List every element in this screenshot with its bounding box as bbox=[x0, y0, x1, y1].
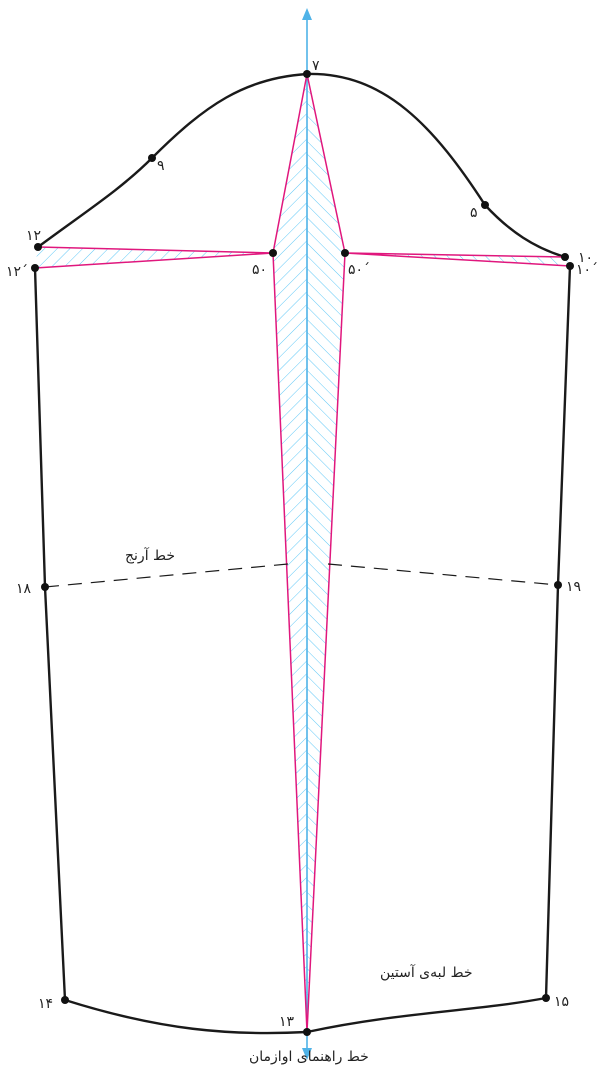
left-cap-wedge-hatch bbox=[35, 247, 273, 268]
point-14 bbox=[61, 996, 69, 1004]
center-dart-hatch bbox=[273, 74, 345, 1032]
point-18 bbox=[41, 583, 49, 591]
label-point-19: ۱۹ bbox=[566, 579, 581, 595]
point-50 bbox=[269, 249, 277, 257]
point-10 bbox=[561, 253, 569, 261]
left-underarm-seam bbox=[33, 266, 67, 1002]
elbow-line bbox=[44, 563, 559, 588]
label-point-9: ۹ bbox=[157, 158, 165, 174]
label-point-14: ۱۴ bbox=[38, 996, 53, 1012]
label-point-50: ۵۰ bbox=[252, 262, 267, 278]
pattern-points bbox=[31, 70, 574, 1036]
point-12 bbox=[34, 243, 42, 251]
point-50-prime bbox=[341, 249, 349, 257]
hem-line-label: خط لبه‌ی آستین bbox=[380, 964, 473, 981]
label-point-10-prime: ۱۰´ bbox=[576, 262, 598, 278]
point-9 bbox=[148, 154, 156, 162]
grain-line-label: خط راهنمای اوازمان bbox=[249, 1049, 369, 1065]
label-point-12-prime: ۱۲´ bbox=[6, 264, 28, 280]
grain-line bbox=[302, 8, 312, 1060]
label-point-12: ۱۲ bbox=[26, 228, 41, 244]
right-underarm-seam bbox=[544, 264, 572, 1000]
label-point-10: ۱۰ bbox=[578, 250, 593, 266]
label-point-7: ۷ bbox=[312, 58, 320, 74]
point-10-prime bbox=[566, 262, 574, 270]
point-19 bbox=[554, 581, 562, 589]
grain-arrow-bottom-icon bbox=[302, 1048, 312, 1060]
label-point-15: ۱۵ bbox=[554, 994, 569, 1010]
label-point-5: ۵ bbox=[470, 205, 478, 221]
point-15 bbox=[542, 994, 550, 1002]
point-13 bbox=[303, 1028, 311, 1036]
point-7 bbox=[303, 70, 311, 78]
label-point-50-prime: ۵۰´ bbox=[348, 262, 370, 278]
grain-arrow-top-icon bbox=[302, 8, 312, 20]
elbow-line-label: خط آرنج bbox=[125, 547, 175, 564]
point-12-prime bbox=[31, 264, 39, 272]
point-5 bbox=[481, 201, 489, 209]
label-point-13: ۱۳ bbox=[279, 1014, 295, 1030]
label-point-18: ۱۸ bbox=[16, 581, 32, 597]
